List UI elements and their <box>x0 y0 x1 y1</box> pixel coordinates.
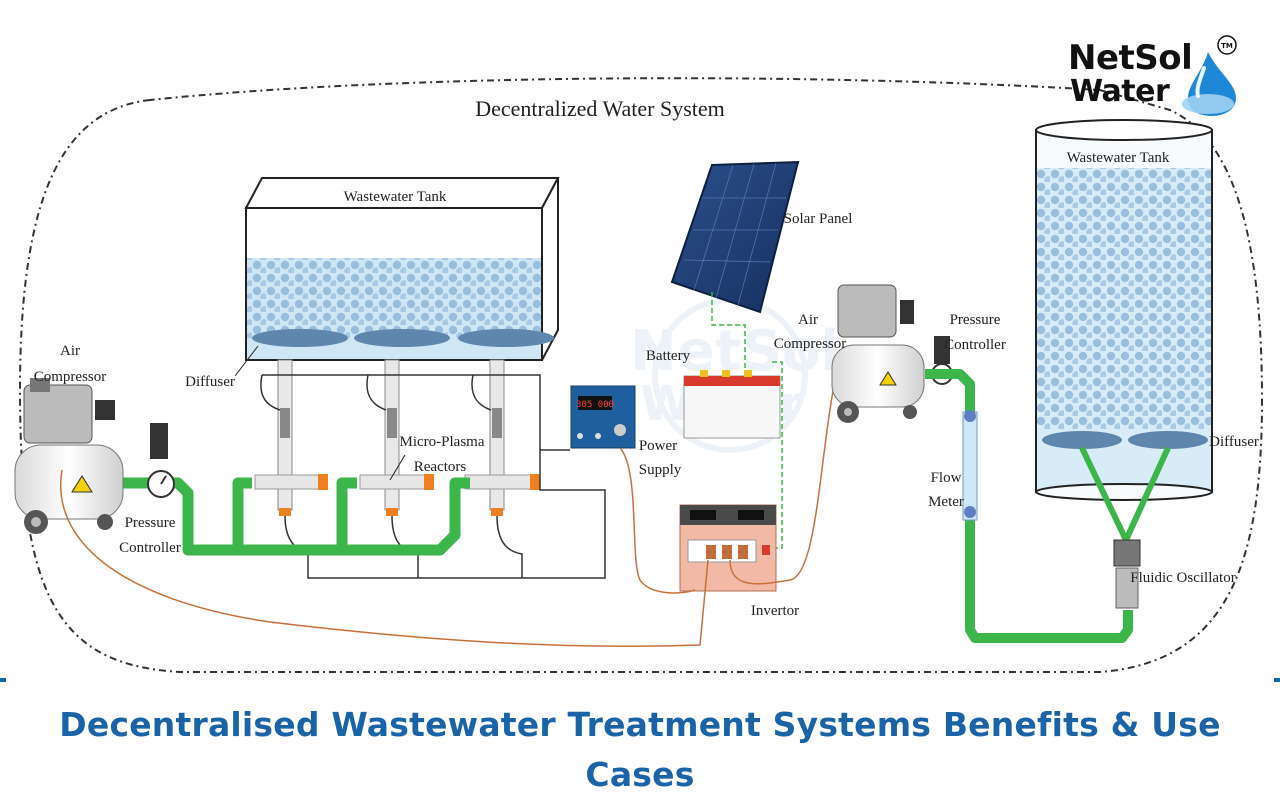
label-wastewater-tank-right: Wastewater Tank <box>1067 150 1170 166</box>
label-air-compressor-right-2: Compressor <box>774 336 847 352</box>
label-solar-panel: Solar Panel <box>784 211 853 227</box>
logo-line2: Water <box>1070 74 1170 109</box>
trademark-icon: TM <box>1217 35 1237 55</box>
inverter <box>679 504 777 592</box>
page-caption: Decentralised Wastewater Treatment Syste… <box>59 705 1221 794</box>
label-pressure-controller-left-2: Controller <box>119 540 181 556</box>
diffuser-disc <box>458 329 554 347</box>
orange-wires <box>60 359 841 648</box>
label-pressure-controller-right-2: Controller <box>944 337 1006 353</box>
diffuser-disc <box>1042 431 1122 449</box>
green-pipe-right <box>925 369 1133 643</box>
wastewater-tank-right <box>1035 119 1213 501</box>
label-pressure-controller-right-1: Pressure <box>950 312 1001 328</box>
label-fluidic-oscillator: Fluidic Oscillator <box>1130 570 1235 586</box>
diagram-canvas: Decentralized Water System NetSol Water … <box>14 77 1264 673</box>
dc-power-lines <box>711 292 783 549</box>
flow-meter <box>962 410 978 521</box>
label-flow-meter-1: Flow <box>931 470 962 486</box>
label-wastewater-tank-left: Wastewater Tank <box>344 189 447 205</box>
label-power-supply-2: Supply <box>639 462 682 478</box>
air-compressor-right <box>831 284 953 423</box>
label-power-supply-1: Power <box>639 438 677 454</box>
label-micro-plasma-2: Reactors <box>414 459 467 475</box>
diffuser-disc <box>1128 431 1208 449</box>
right-edge-mark <box>1274 678 1280 682</box>
left-edge-mark <box>0 678 6 682</box>
power-supply-display: 305 000 <box>576 400 614 410</box>
power-supply: 305 000 <box>570 385 636 449</box>
label-pressure-controller-left-1: Pressure <box>125 515 176 531</box>
label-diffuser-left: Diffuser <box>185 374 235 390</box>
reactor-columns <box>254 359 540 516</box>
label-air-compressor-right-1: Air <box>798 312 818 328</box>
pointer-line <box>234 345 259 377</box>
logo-trademark: TM <box>1221 42 1233 50</box>
battery <box>683 370 781 439</box>
label-inverter: Invertor <box>751 603 799 619</box>
fluidic-oscillator <box>1079 446 1171 609</box>
water-drop-icon <box>1182 52 1236 116</box>
diffuser-disc <box>252 329 348 347</box>
green-pipe-left <box>118 477 470 556</box>
label-battery: Battery <box>646 348 691 364</box>
netsol-water-logo: NetSol Water TM <box>1066 34 1246 118</box>
diffuser-disc <box>354 329 450 347</box>
wastewater-tank-left <box>244 177 560 361</box>
label-diffuser-right: Diffuser <box>1209 434 1259 450</box>
label-micro-plasma-1: Micro-Plasma <box>400 434 485 450</box>
svg-text:NetSol: NetSol <box>630 319 840 384</box>
pointer-line <box>389 454 406 481</box>
diagram-title: Decentralized Water System <box>475 96 725 121</box>
system-boundary <box>18 77 1264 673</box>
label-air-compressor-left-2: Compressor <box>34 369 107 385</box>
logo-line1: NetSol <box>1068 38 1193 78</box>
solar-panel <box>670 160 800 314</box>
label-air-compressor-left-1: Air <box>60 343 80 359</box>
air-compressor-left <box>14 378 175 534</box>
label-flow-meter-2: Meter <box>928 494 964 510</box>
